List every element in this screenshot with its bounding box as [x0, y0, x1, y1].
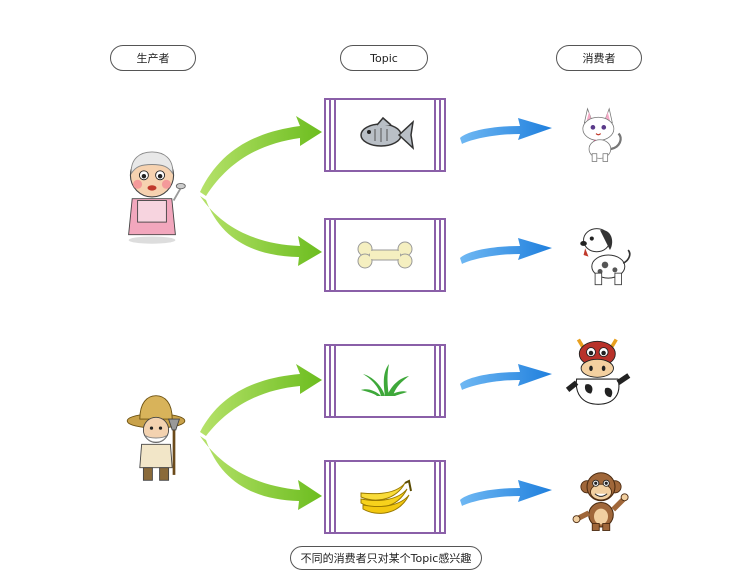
topic-box-bone: [324, 218, 446, 292]
green-arrow-banana: [200, 436, 322, 510]
caption-text: 不同的消费者只对某个Topic感兴趣: [300, 552, 472, 565]
green-arrow-fish: [200, 116, 322, 196]
farmer-icon: [126, 395, 186, 481]
monkey-icon: [572, 472, 629, 531]
topic-header-label: Topic: [370, 51, 398, 65]
green-arrow-grass: [200, 364, 322, 436]
blue-arrow-cat: [460, 118, 552, 144]
green-arrow-bone: [200, 196, 322, 266]
dog-icon: [580, 228, 631, 286]
fish-icon: [360, 116, 415, 151]
caption: 不同的消费者只对某个Topic感兴趣: [290, 546, 482, 570]
consumer-header-label: 消费者: [582, 52, 616, 65]
chef-icon: [128, 151, 186, 244]
topic-box-grass: [324, 344, 446, 418]
topic-box-banana: [324, 460, 446, 534]
cow-icon: [565, 338, 631, 405]
bone-icon: [357, 241, 413, 269]
topic-box-fish: [324, 98, 446, 172]
topic-header: Topic: [340, 45, 428, 71]
producer-header-label: 生产者: [136, 52, 170, 65]
blue-arrow-cow: [460, 364, 552, 390]
blue-arrow-dog: [460, 238, 552, 264]
grass-icon: [361, 364, 409, 396]
producer-header: 生产者: [110, 45, 196, 71]
blue-arrow-monkey: [460, 480, 552, 506]
cat-icon: [582, 107, 622, 162]
banana-icon: [360, 479, 412, 514]
consumer-header: 消费者: [556, 45, 642, 71]
